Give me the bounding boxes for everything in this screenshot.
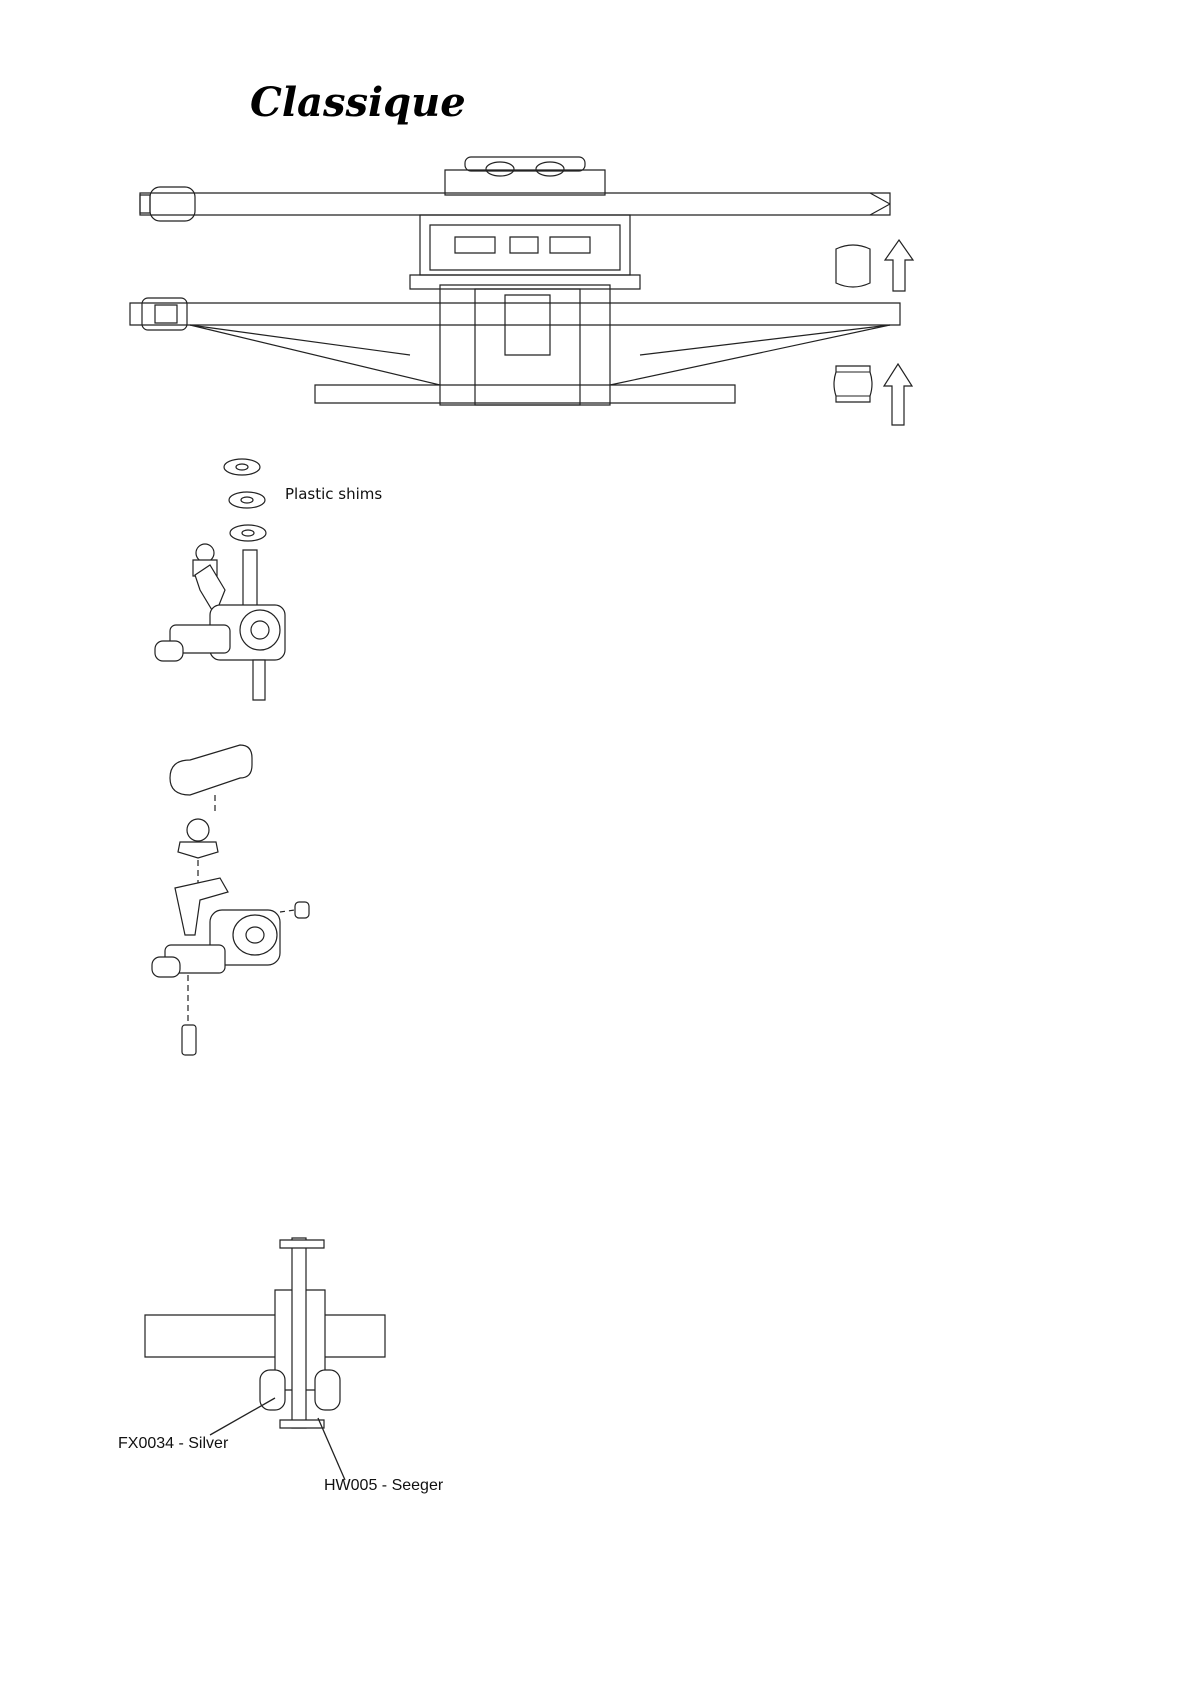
- ball-bushing-icon: [832, 243, 874, 289]
- fx0034-silver-label: FX0034 - Silver: [118, 1435, 228, 1453]
- classique-logo: Classique: [246, 72, 436, 142]
- up-arrow-icon: [883, 238, 915, 293]
- suspension-assembly-diagram: [110, 155, 910, 430]
- exploded-knuckle-diagram: [140, 740, 325, 1070]
- kingpin-detail-diagram: [140, 1230, 420, 1450]
- up-arrow-icon: [882, 362, 914, 427]
- plastic-shims-label: Plastic shims: [285, 485, 382, 503]
- svg-text:Classique: Classique: [250, 79, 466, 126]
- hw005-seeger-label: HW005 - Seeger: [324, 1477, 443, 1495]
- ball-bushing-icon: [832, 362, 874, 406]
